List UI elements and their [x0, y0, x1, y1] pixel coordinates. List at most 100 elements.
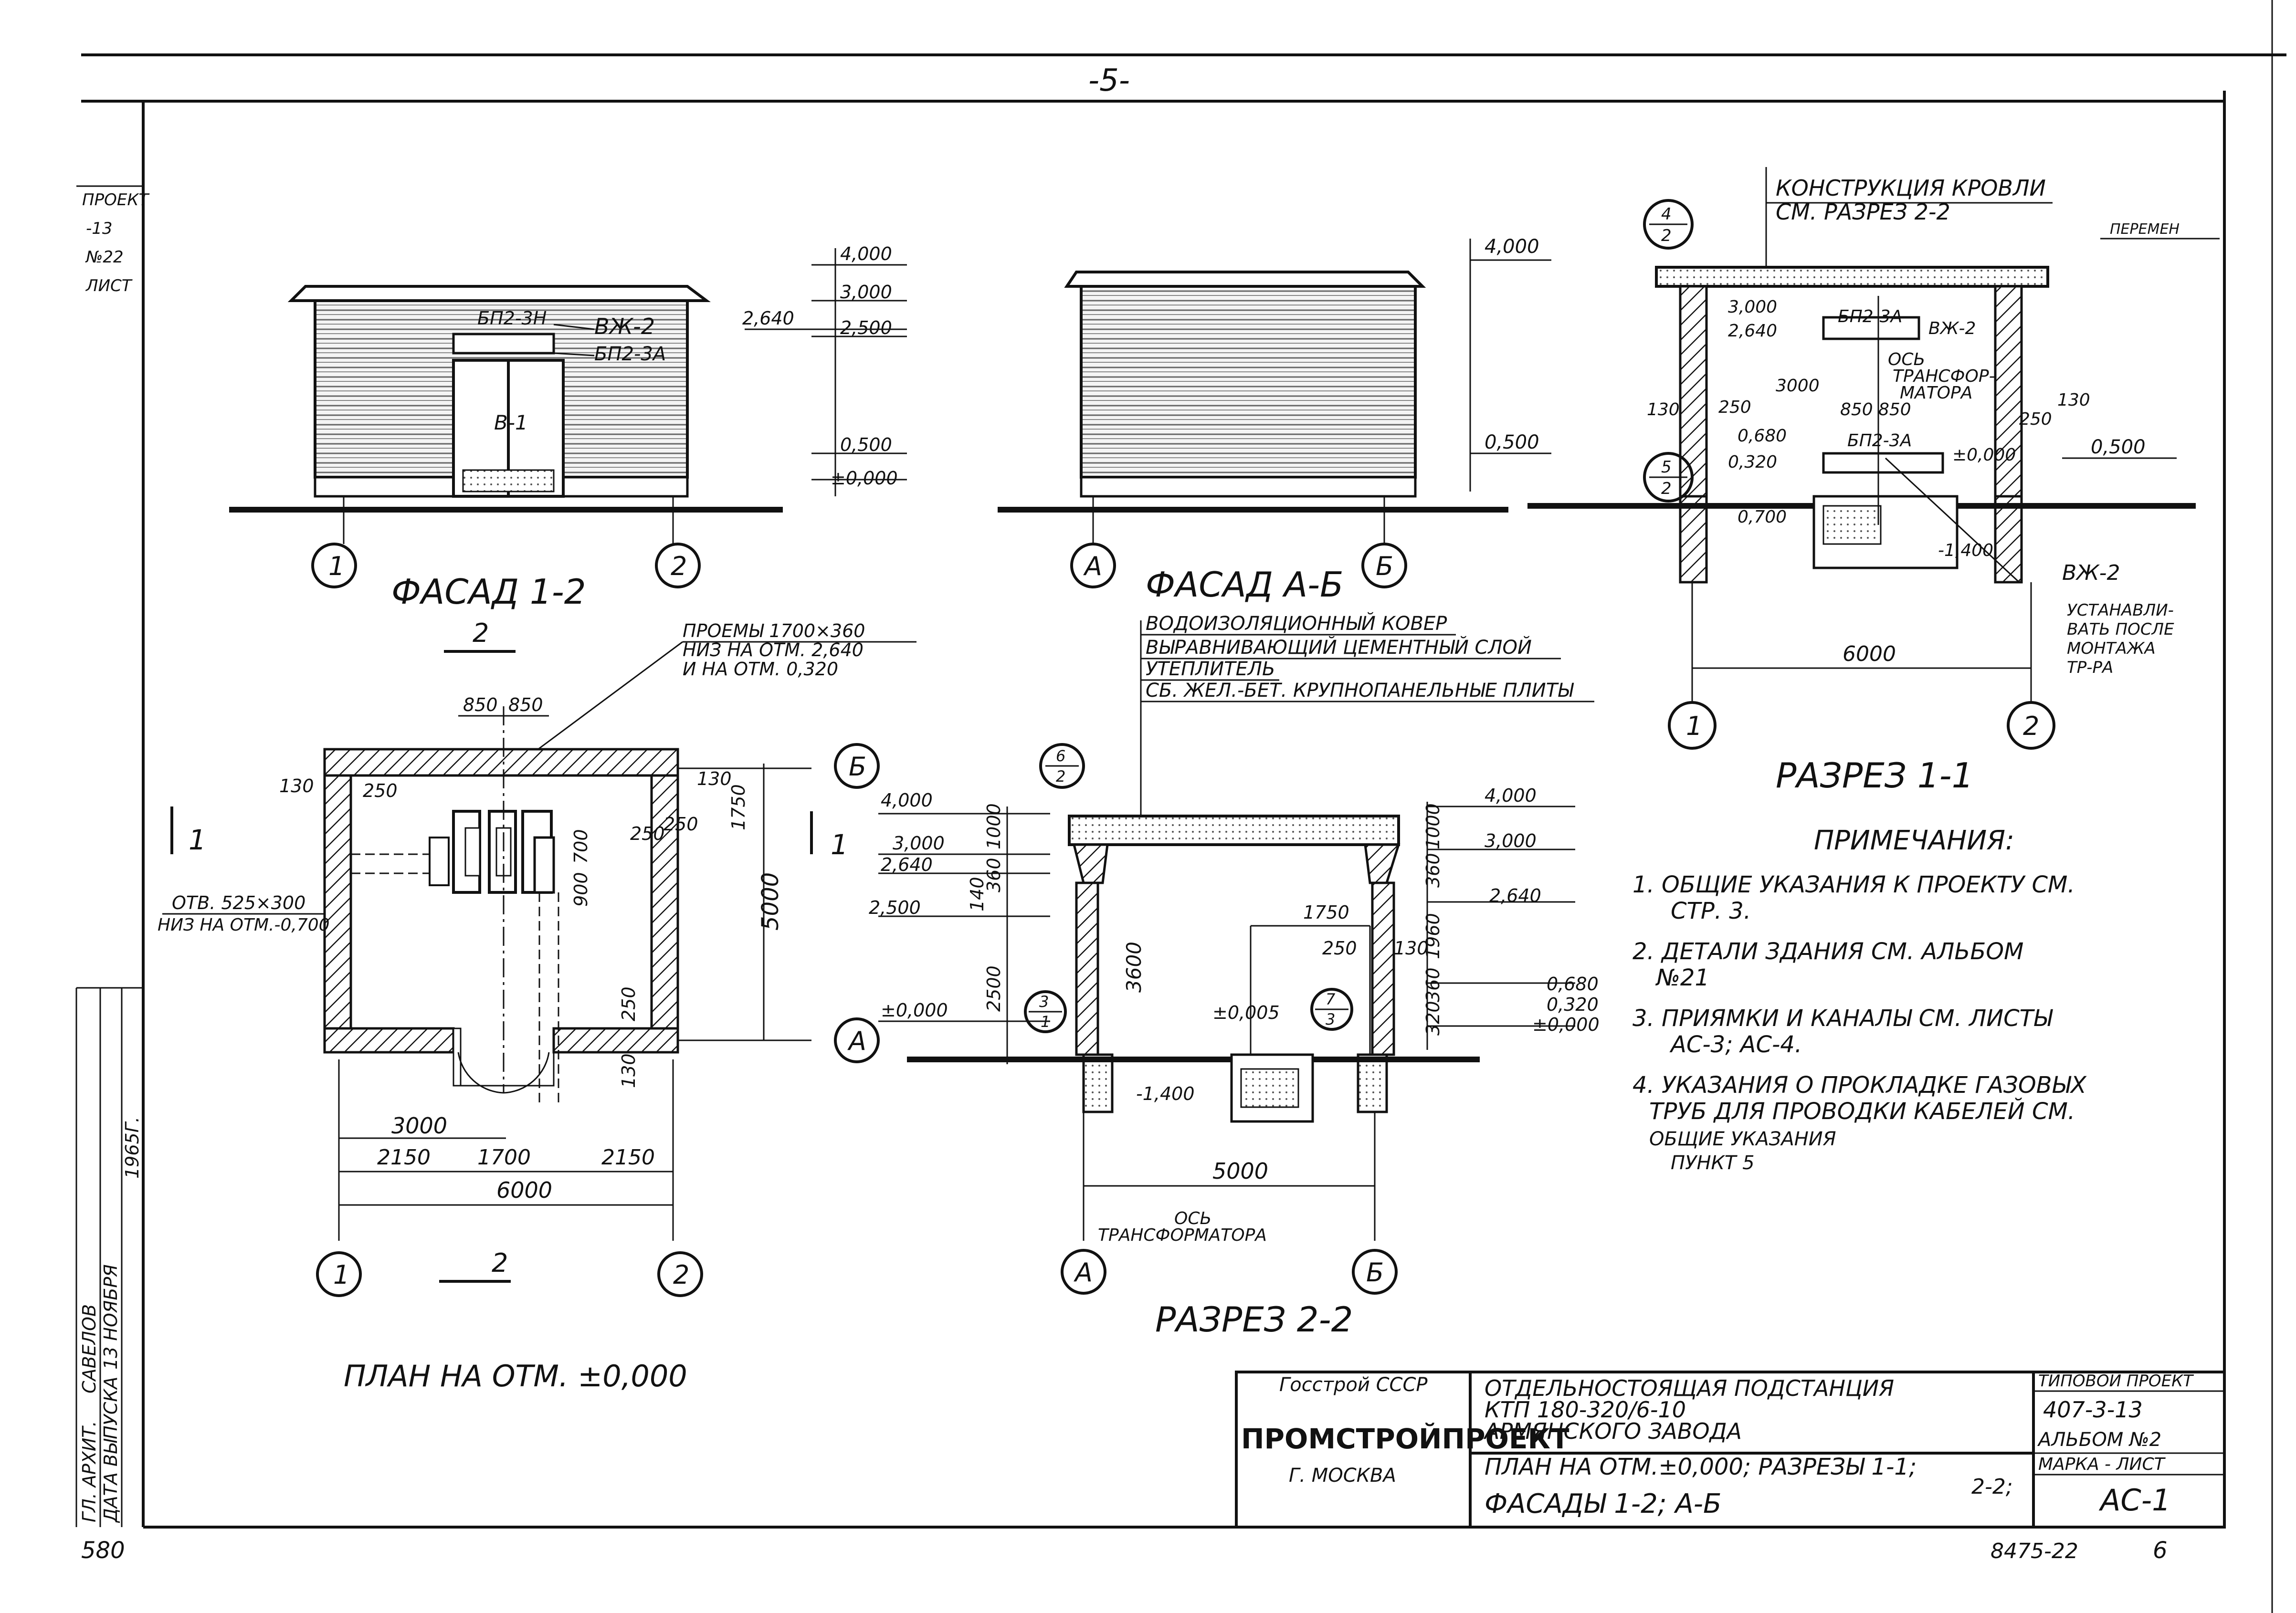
s11-label-850a: 850: [1840, 400, 1873, 419]
project-line-1: ОТДЕЛЬНОСТОЯЩАЯ ПОДСТАНЦИЯ: [1485, 1375, 1894, 1401]
s11-label-250a: 250: [1718, 398, 1751, 417]
architect-name: САВЕЛОВ: [79, 1304, 100, 1393]
install-note-1: УСТАНАВЛИ-: [2067, 601, 2174, 620]
section-1-1-level-0500: 0,500: [2091, 436, 2146, 458]
org-name: ПРОМСТРОЙПРОЕКТ: [1241, 1422, 1569, 1455]
left-strip-label-3: №22: [85, 248, 124, 267]
left-strip-label-4: ЛИСТ: [85, 276, 133, 295]
section-1-1-callout-top-num: 4: [1661, 205, 1672, 224]
level-3000: 3,000: [840, 282, 892, 303]
left-strip: ПРОЕКТ -13 №22 ЛИСТ ГЛ. АРХИТ. ДАТА ВЫПУ…: [79, 190, 149, 1523]
roof-layer-1: ВОДОИЗОЛЯЦИОННЫЙ КОВЕР: [1146, 612, 1447, 635]
s11-label-vzh2b: ВЖ-2: [2062, 561, 2120, 585]
s22-right-dim-1960: 1960: [1422, 913, 1443, 959]
s22-right-0000: ±0,000: [1532, 1014, 1600, 1035]
bottom-right-number: 8475-22: [1991, 1539, 2078, 1563]
facade-a-b: 4,000 0,500 А Б ФАСАД А-Б: [998, 236, 1551, 605]
bottom-left-number: 580: [81, 1537, 125, 1564]
install-note-3: МОНТАЖА: [2067, 639, 2156, 658]
s22-dim-3600: 3600: [1122, 942, 1146, 993]
section-2-2-callout-left-num: 3: [1039, 993, 1049, 1011]
plan-section-mark-bottom: 2: [492, 1248, 508, 1278]
plan-dim-1700: 1700: [477, 1145, 531, 1170]
plan-dim-1750: 1750: [728, 784, 749, 830]
s11-label-130b: 130: [2057, 390, 2090, 410]
note-3-line-2: АС-3; АС-4.: [1669, 1031, 1802, 1058]
s22-right-dim-1000: 1000: [1422, 803, 1443, 849]
sheet-line-2: ФАСАДЫ 1-2; А-Б: [1485, 1488, 1721, 1519]
section-2-2-roof-layers: ВОДОИЗОЛЯЦИОННЫЙ КОВЕР ВЫРАВНИВАЮЩИЙ ЦЕМ…: [1141, 612, 1594, 702]
s22-right-0680: 0,680: [1547, 974, 1599, 995]
note-4-line-3: ОБЩИЕ УКАЗАНИЯ: [1649, 1128, 1836, 1150]
plan-axis-b: Б: [849, 752, 866, 782]
bottom-right-page: 6: [2153, 1537, 2168, 1564]
section-1-1-dim-6000: 6000: [1843, 642, 1896, 666]
typical-project-label: ТИПОВОЙ ПРОЕКТ: [2038, 1371, 2194, 1391]
section-1-1-axis-2: 2: [2023, 711, 2039, 741]
plan-dim-130c: 130: [618, 1053, 639, 1088]
roof-layer-4: СБ. ЖЕЛ.-БЕТ. КРУПНОПАНЕЛЬНЫЕ ПЛИТЫ: [1146, 680, 1574, 702]
s11-label-0000: ±0,000: [1952, 445, 2016, 465]
section-2-2-axis-b: Б: [1366, 1257, 1384, 1288]
s22-dim-360-left: 360: [983, 858, 1004, 892]
plan-openings-note-2: НИЗ НА ОТМ. 2,640: [683, 639, 864, 660]
section-2-2-section-mark: 1: [831, 828, 848, 861]
facade-1-2-axis-2: 2: [671, 551, 687, 581]
s22-dim-1000-left: 1000: [983, 803, 1004, 849]
note-2-line-1: 2. ДЕТАЛИ ЗДАНИЯ СМ. АЛЬБОМ: [1632, 938, 2023, 965]
plan-hole-note-2: НИЗ НА ОТМ.-0,700: [158, 915, 330, 935]
org-city: Г. МОСКВА: [1289, 1465, 1396, 1487]
left-strip-label-1: ПРОЕКТ: [82, 190, 149, 209]
plan-dim-3000: 3000: [391, 1113, 447, 1139]
s11-label-trans: ТРАНСФОР-: [1893, 367, 1995, 386]
plan-dim-850b: 850: [508, 694, 543, 715]
plan-dim-250b: 250: [664, 814, 698, 835]
section-1-1-axis-1: 1: [1686, 711, 1702, 741]
facade-a-b-title: ФАСАД А-Б: [1146, 565, 1344, 605]
section-1-1: КОНСТРУКЦИЯ КРОВЛИ СМ. РАЗРЕЗ 2-2 4 2 ПЕ…: [1527, 167, 2220, 796]
s22-right-4000: 4,000: [1485, 785, 1537, 806]
facade-a-b-level-4000: 4,000: [1485, 236, 1539, 258]
section-2-2-callout-left-den: 1: [1041, 1013, 1050, 1031]
section-2-2-dim-5000: 5000: [1212, 1158, 1268, 1184]
note-4-line-1: 4. УКАЗАНИЯ О ПРОКЛАДКЕ ГАЗОВЫХ: [1632, 1072, 2087, 1099]
s11-label-130a: 130: [1647, 400, 1680, 419]
roof-layer-2: ВЫРАВНИВАЮЩИЙ ЦЕМЕНТНЫЙ СЛОЙ: [1146, 636, 1532, 659]
s11-label-matora: МАТОРА: [1900, 383, 1972, 403]
sheet-line-1b: 2-2;: [1971, 1475, 2013, 1499]
level-2500: 2,500: [840, 317, 892, 338]
facade-1-2-axis-1: 1: [328, 551, 345, 581]
plan-axis-1: 1: [333, 1260, 349, 1290]
section-2-2-axis-a: А: [1074, 1257, 1093, 1288]
s22-inner-0005: ±0,005: [1212, 1002, 1280, 1023]
plan-dim-6000: 6000: [496, 1177, 552, 1203]
section-2-2-right-levels: 4,000 3,000 2,640 0,680 0,320 ±0,000 100…: [1422, 785, 1600, 1050]
facade-1-2-label-bp2-3n: БП2-3Н: [477, 308, 547, 329]
release-date-label: ДАТА ВЫПУСКА: [100, 1377, 121, 1523]
note-1-line-1: 1. ОБЩИЕ УКАЗАНИЯ К ПРОЕКТУ СМ.: [1632, 871, 2075, 898]
plan-dim-2150b: 2150: [601, 1145, 655, 1170]
plan-dim-700: 700: [570, 829, 591, 864]
sheet-frame: [75, 0, 2286, 1613]
section-2-2-title: РАЗРЕЗ 2-2: [1155, 1299, 1353, 1340]
s22-left-2640: 2,640: [881, 854, 933, 875]
facade-1-2-label-v-1: В-1: [494, 411, 528, 434]
plan-dim-130b: 130: [697, 768, 732, 789]
s11-label-1400: -1,400: [1938, 541, 1993, 560]
facade-1-2-label-vzh-2: ВЖ-2: [594, 314, 655, 339]
plan-openings-note-1: ПРОЕМЫ 1700×360: [683, 620, 865, 641]
notes: ПРИМЕЧАНИЯ: 1. ОБЩИЕ УКАЗАНИЯ К ПРОЕКТУ …: [1632, 825, 2087, 1174]
architect-label: ГЛ. АРХИТ.: [79, 1421, 100, 1522]
level-2640: 2,640: [742, 308, 794, 329]
section-1-1-title: РАЗРЕЗ 1-1: [1776, 755, 1973, 796]
section-1-1-labels: 3,000 БП2-3А ВЖ-2 2,640 ОСЬ ТРАНСФОР- МА…: [1647, 297, 2120, 585]
page-number: -5-: [1088, 63, 1130, 98]
plan-dimensions: 850 850 130 250 130 250 250 1750 700 900…: [279, 694, 784, 1241]
facade-1-2: БП2-3Н ВЖ-2 БП2-3А В-1 4,000 3,000 2,640…: [229, 243, 907, 612]
plan: ПРОЕМЫ 1700×360 НИЗ НА ОТМ. 2,640 И НА О…: [158, 618, 916, 1393]
plan-openings-note-3: И НА ОТМ. 0,320: [683, 659, 838, 680]
plan-section-mark-left: 1: [189, 824, 206, 856]
plan-dim-250c: 250: [630, 823, 665, 844]
plan-dim-130a: 130: [279, 775, 314, 796]
